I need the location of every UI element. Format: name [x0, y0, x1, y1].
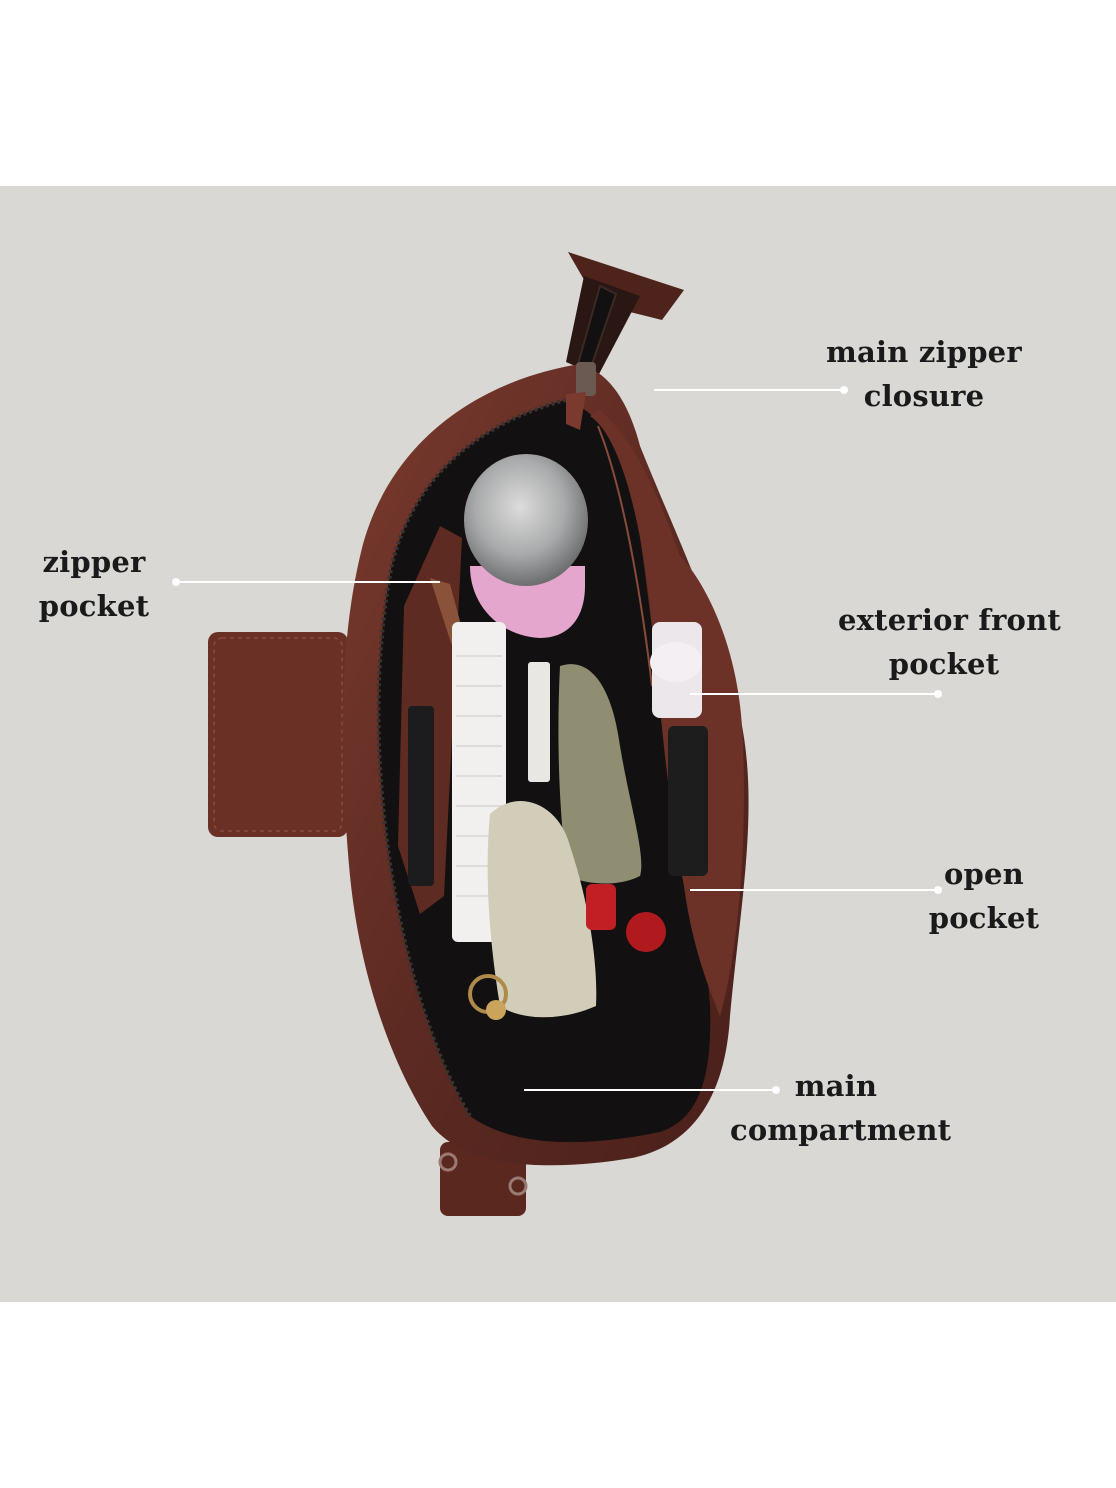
- product-photo-panel: main zipper closure zipper pocket exteri…: [0, 186, 1116, 1302]
- canvas-tote: [487, 800, 597, 1018]
- label-line: main zipper: [826, 335, 1022, 369]
- leader-lines: [172, 386, 942, 1094]
- label-line: exterior front: [838, 603, 1061, 637]
- label-line: closure: [863, 379, 985, 413]
- label-line: pocket: [928, 901, 1040, 935]
- bag-illustration: [172, 252, 942, 1216]
- zipper-end-tab: [566, 252, 684, 376]
- side-strap-tab: [208, 632, 348, 837]
- label-line: open: [944, 857, 1024, 891]
- label-line: zipper: [42, 545, 146, 579]
- label-line: pocket: [888, 647, 1000, 681]
- front-pocket-items: [650, 622, 708, 876]
- zipper-pull: [566, 362, 596, 430]
- label-exterior-front-pocket: exterior front pocket: [838, 598, 1061, 686]
- keys: [468, 974, 508, 1020]
- phone: [408, 706, 434, 886]
- lipsticks: [586, 884, 666, 952]
- green-pouch: [558, 664, 642, 884]
- label-line: pocket: [38, 589, 150, 623]
- label-main-compartment: main compartment: [730, 1064, 952, 1152]
- tumbler: [464, 454, 588, 638]
- label-main-zipper-closure: main zipper closure: [826, 330, 1022, 418]
- label-open-pocket: open pocket: [926, 852, 1042, 940]
- label-zipper-pocket: zipper pocket: [32, 540, 156, 628]
- zipper-track: [376, 398, 567, 1118]
- label-line: main: [794, 1069, 878, 1103]
- label-line: compartment: [730, 1113, 952, 1147]
